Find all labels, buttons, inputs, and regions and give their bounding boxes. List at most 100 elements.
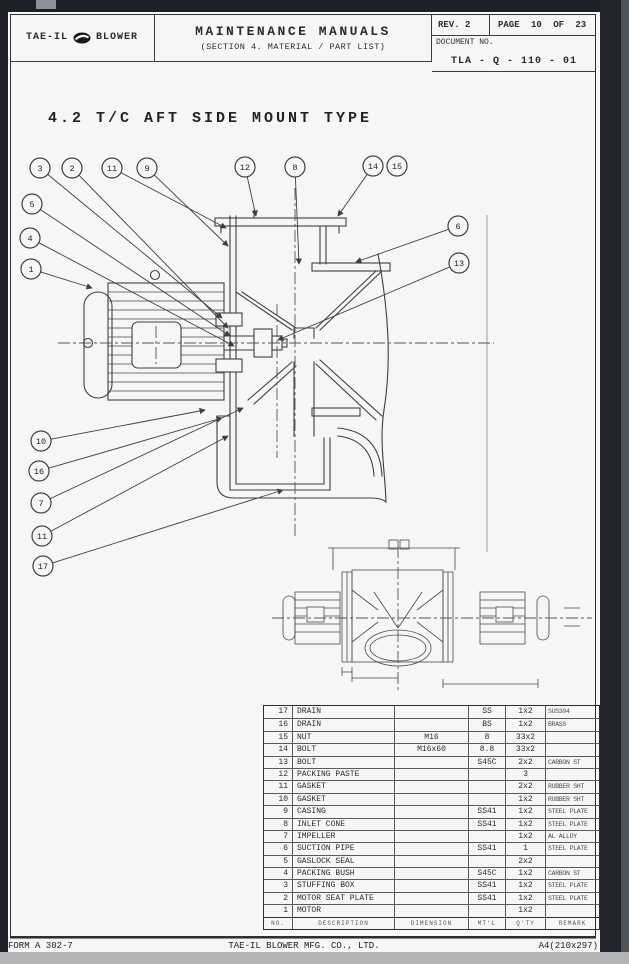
callout-balloon: 11 [101, 157, 123, 179]
svg-text:14: 14 [368, 162, 378, 172]
svg-text:6: 6 [455, 222, 460, 232]
leader-line [38, 242, 235, 347]
svg-text:2: 2 [69, 164, 74, 174]
table-cell: 1x2 [505, 880, 545, 892]
table-cell: M16 [394, 731, 468, 744]
svg-text:13: 13 [454, 259, 464, 269]
callout-balloon: 17 [32, 555, 54, 577]
leader-line [40, 271, 93, 290]
callout-balloon: 8 [284, 156, 306, 178]
table-cell: 1x2 [505, 818, 545, 830]
table-cell: 1x2 [505, 719, 545, 731]
svg-text:8: 8 [292, 163, 297, 173]
svg-text:4: 4 [27, 234, 32, 244]
table-cell [545, 905, 599, 917]
callout-balloon: 14 [362, 155, 384, 177]
leader-line [120, 172, 227, 229]
table-cell [394, 892, 468, 905]
table-cell: IMPELLER [292, 830, 394, 843]
table-cell [468, 905, 505, 917]
table-cell: 6 [283, 844, 288, 854]
manual-title: MAINTENANCE MANUALS [195, 23, 391, 39]
table-cell: 14 [278, 745, 288, 755]
table-cell: 10 [278, 794, 288, 804]
callout-balloon: 6 [447, 215, 469, 237]
leader-line [277, 266, 450, 341]
callout-balloon: 15 [386, 155, 408, 177]
page-footer: FORM A 302-7 TAE-IL BLOWER MFG. CO., LTD… [8, 941, 600, 952]
callout-balloon: 2 [61, 157, 83, 179]
table-cell: DRAIN [292, 706, 394, 719]
table-cell: 8 [468, 731, 505, 744]
table-cell: 12 [278, 769, 288, 779]
manual-subtitle: (SECTION 4. MATERIAL / PART LIST) [200, 41, 386, 52]
leader-line [50, 407, 206, 440]
table-cell: 2 [283, 893, 288, 903]
table-cell: 33x2 [505, 744, 545, 756]
leader-line [48, 416, 223, 469]
table-cell [394, 719, 468, 731]
table-cell: 3 [505, 768, 545, 781]
table-cell: 9 [283, 807, 288, 817]
casing-section [58, 188, 494, 552]
table-cell: SS41 [468, 880, 505, 892]
leader-line [355, 228, 449, 264]
table-cell: 1x2 [505, 706, 545, 719]
document-no-value: TLA - Q - 110 - 01 [450, 56, 578, 67]
table-cell [394, 880, 468, 892]
document-no-label: DOCUMENT NO. [436, 38, 494, 47]
table-cell: 16 [278, 720, 288, 730]
table-cell: 17 [278, 707, 288, 716]
table-cell [394, 781, 468, 793]
callout-balloon: 3 [29, 157, 51, 179]
scan-artifact [36, 0, 56, 9]
table-cell [545, 768, 599, 781]
table-cell [394, 855, 468, 868]
svg-text:12: 12 [240, 163, 250, 173]
table-cell [394, 905, 468, 917]
revision-label: REV. 2 [432, 14, 490, 35]
frame-bottom-rule [10, 936, 596, 939]
column-header: DIMENSION [394, 917, 468, 930]
column-header: REMARK [545, 917, 599, 930]
brand-right-text: BLOWER [96, 32, 139, 43]
table-cell [468, 830, 505, 843]
table-cell: 3 [283, 881, 288, 891]
table-cell: SS41 [468, 892, 505, 905]
table-cell: MOTOR [292, 905, 394, 917]
table-cell: 2x2 [505, 781, 545, 793]
table-cell: NUT [292, 731, 394, 744]
table-cell [468, 793, 505, 806]
callout-balloon: 9 [136, 157, 158, 179]
table-cell: RUBBER SHT [545, 781, 599, 793]
table-cell: SS [468, 706, 505, 719]
table-cell: GASLOCK SEAL [292, 855, 394, 868]
table-cell: INLET CONE [292, 818, 394, 830]
table-cell: BOLT [292, 744, 394, 756]
table-cell: AL ALLOY [545, 830, 599, 843]
table-cell: RUBBER SHT [545, 793, 599, 806]
motor-section [82, 269, 288, 401]
svg-text:3: 3 [37, 164, 42, 174]
leader-line [153, 174, 229, 247]
callout-balloon: 12 [234, 156, 256, 178]
taeil-logo-icon [73, 32, 91, 43]
table-cell [545, 744, 599, 756]
table-cell [394, 868, 468, 880]
